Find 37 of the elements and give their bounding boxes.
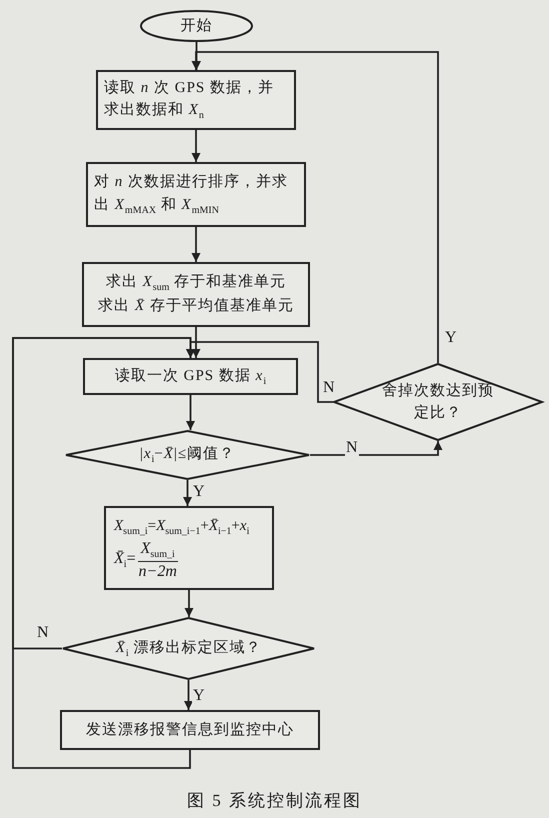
decision-diamond bbox=[65, 430, 310, 480]
process-box bbox=[60, 710, 320, 750]
fraction-denominator: n−2m bbox=[138, 562, 177, 582]
formula-text: X$_{sum_i}$=X$_{sum_i−1}$+X̄$_{i−1}$+x$_{i}$ bbox=[114, 516, 250, 539]
node-text: 舍掉次数达到预定比？ bbox=[381, 382, 495, 423]
node-text: 开始 bbox=[180, 16, 212, 36]
arrow bbox=[192, 130, 200, 162]
decision-diamond bbox=[333, 363, 543, 441]
process-box bbox=[86, 162, 306, 227]
node-text: 读取一次 GPS 数据 x$_{i}$ bbox=[114, 366, 266, 388]
arrow bbox=[192, 227, 200, 262]
arrow bbox=[184, 680, 193, 710]
process-box bbox=[83, 358, 298, 395]
arrow bbox=[192, 327, 200, 358]
fraction-numerator: X$_{sum_i}$ bbox=[138, 538, 178, 562]
edge-label: Y bbox=[192, 688, 206, 704]
process-box bbox=[96, 70, 296, 130]
start-terminal bbox=[140, 10, 253, 42]
node-text: X̄$_{i}$ 漂移出标定区域？ bbox=[116, 638, 262, 660]
arrow bbox=[184, 590, 194, 617]
figure-caption: 图 5 系统控制流程图 bbox=[186, 790, 363, 812]
edge-label: N bbox=[345, 440, 359, 456]
arrow bbox=[192, 51, 439, 363]
arrow bbox=[183, 480, 192, 506]
formula-text: X̄$_{i}$= bbox=[114, 550, 136, 570]
arrow bbox=[310, 441, 442, 456]
node-text: 发送漂移报警信息到监控中心 bbox=[86, 720, 294, 740]
arrow bbox=[12, 337, 195, 769]
node-text: 求出 X$_{sum}$ 存于和基准单元 bbox=[106, 272, 286, 296]
decision-diamond bbox=[62, 617, 315, 680]
process-box bbox=[82, 262, 310, 327]
node-text: 对 n 次数据进行排序，并求出 X$_{mMAX}$ 和 X$_{mMIN}$ bbox=[93, 172, 289, 218]
node-text: 读取 n 次 GPS 数据，并求出数据和 X$_{n}$ bbox=[103, 78, 276, 124]
arrow bbox=[186, 395, 195, 430]
node-text: |x$_{i}$−X̄|≤阈值？ bbox=[140, 445, 236, 467]
process-box bbox=[104, 506, 274, 590]
node-text: 求出 X̄ 存于平均值基准单元 bbox=[98, 296, 294, 316]
